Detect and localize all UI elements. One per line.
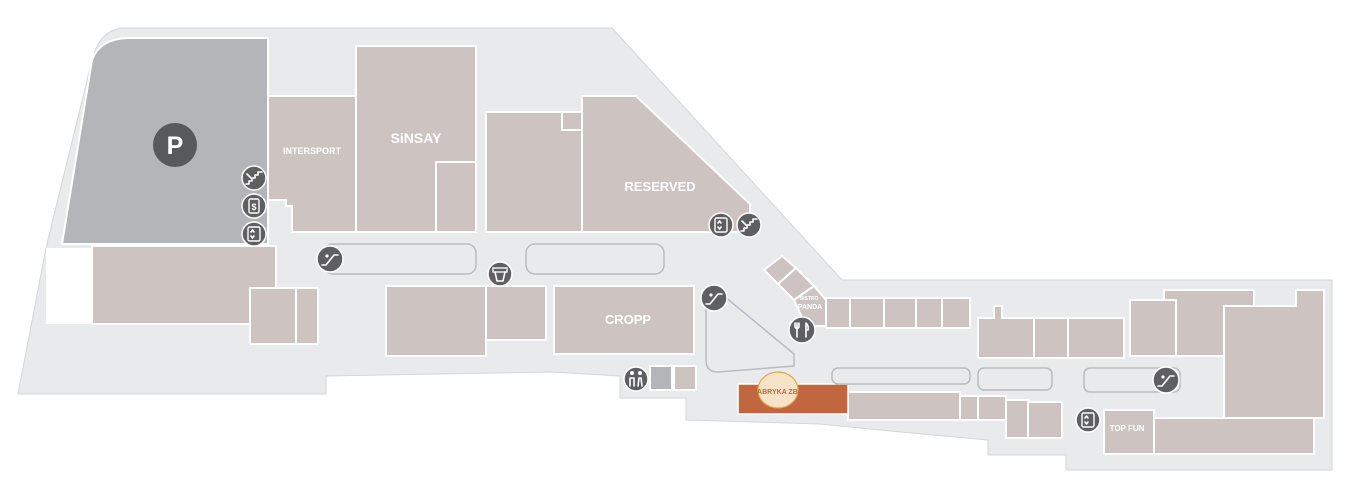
label-panda: PANDA [798,304,822,311]
shop-unit[interactable] [1067,317,1125,359]
svg-text:$: $ [251,202,256,212]
label-reserved: RESERVED [624,179,695,194]
escalator-icon[interactable] [700,284,728,312]
void-outline [977,367,1053,391]
shop-cropp[interactable] [553,285,695,355]
void-outline [831,367,971,385]
shop-unit[interactable] [1005,399,1029,439]
shop-unit[interactable] [977,305,1035,359]
shop-unit[interactable] [847,391,961,421]
shop-unit[interactable] [825,297,851,329]
shop-reserved[interactable] [561,95,751,233]
shop-unit[interactable] [295,287,319,345]
svg-text:P: P [167,132,184,160]
fabryka-logo-text: FABRYKA ZBA [753,389,803,396]
parking-icon[interactable]: P [153,123,197,167]
shop-unit[interactable] [435,161,477,233]
shop-unit[interactable] [91,245,277,325]
atm-icon[interactable]: $ [241,193,267,219]
shop-unit[interactable] [1153,417,1315,455]
label-sinsay: SiNSAY [391,130,443,146]
label-top-fun: TOP FUN [1110,424,1145,433]
void-outline [705,295,795,373]
shop-unit[interactable] [977,395,1007,421]
shop-unit[interactable] [1027,401,1063,439]
shop-unit[interactable] [485,285,547,341]
elevator-icon[interactable] [241,221,267,247]
exterior-gap [46,248,92,324]
shop-unit[interactable] [485,111,583,233]
restaurant-icon[interactable] [788,316,816,344]
shop-unit[interactable] [915,297,943,329]
shop-unit[interactable] [941,297,971,329]
stairs-icon[interactable] [241,165,267,191]
shop-unit[interactable] [1033,317,1069,359]
label-bistro: BISTRO [800,296,819,302]
escalator-icon[interactable] [1152,366,1180,394]
restroom-unit [649,365,673,391]
restroom-icon[interactable] [623,366,649,392]
shop-unit[interactable] [1129,299,1177,357]
void-outline [525,243,665,275]
shop-unit[interactable] [1223,289,1325,419]
shop-unit[interactable] [883,297,917,329]
shop-unit[interactable] [249,287,297,345]
elevator-icon[interactable] [1075,407,1101,433]
void-outline [1083,367,1181,393]
shop-unit[interactable] [673,365,697,391]
label-intersport: INTERSPORT [283,146,342,156]
information-desk-icon[interactable] [487,261,513,287]
escalator-icon[interactable] [316,245,344,273]
elevator-icon[interactable] [708,212,734,238]
stairs-icon[interactable] [736,212,762,238]
shop-unit[interactable] [959,395,979,421]
fabryka-logo: FABRYKA ZBA [753,371,803,409]
shop-unit[interactable] [385,285,487,357]
label-cropp: CROPP [605,312,652,327]
shop-unit[interactable] [849,297,885,329]
